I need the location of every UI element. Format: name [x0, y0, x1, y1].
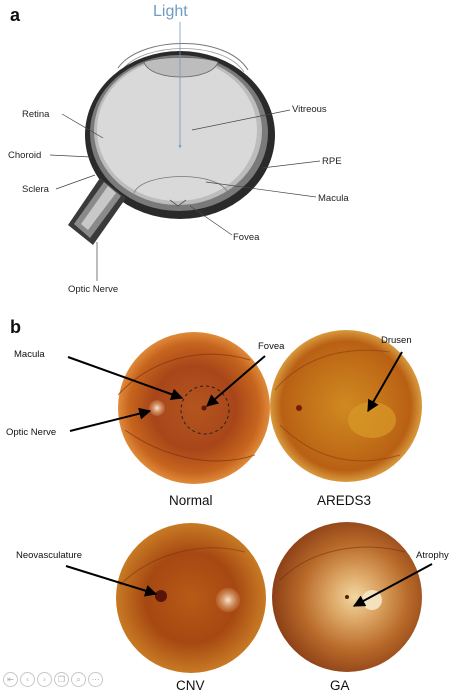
more-icon[interactable]: ⋯ — [88, 672, 103, 687]
fundus-cnv — [116, 523, 266, 673]
fundus-ga — [272, 522, 422, 672]
drusen-arrow — [367, 351, 403, 413]
optic-nerve-label: Optic Nerve — [68, 284, 118, 295]
caption-areds3: AREDS3 — [317, 493, 371, 508]
fundus-areds3 — [270, 330, 422, 482]
atrophy-annotation: Atrophy — [416, 550, 449, 561]
sclera-leader — [55, 174, 96, 190]
caption-normal: Normal — [169, 493, 213, 508]
panel-a-letter: a — [10, 5, 21, 25]
drusen-annotation: Drusen — [381, 335, 412, 346]
next-page-icon[interactable]: › — [37, 672, 52, 687]
first-page-icon[interactable]: ⇤ — [3, 672, 18, 687]
fundus-normal — [117, 332, 270, 484]
optic-nerve-arrow — [69, 407, 152, 432]
prev-page-icon[interactable]: ‹ — [20, 672, 35, 687]
choroid-label: Choroid — [8, 150, 41, 161]
zoom-icon[interactable]: ⌕ — [71, 672, 86, 687]
copy-icon[interactable]: ❐ — [54, 672, 69, 687]
macula-annotation: Macula — [14, 349, 45, 360]
vitreous-leader — [191, 109, 291, 131]
optic-nerve-annotation: Optic Nerve — [6, 427, 56, 438]
atrophy-arrow — [352, 563, 433, 607]
rpe-label: RPE — [322, 156, 342, 167]
macula-label-a: Macula — [318, 193, 349, 204]
fovea-label-a: Fovea — [233, 232, 260, 243]
choroid-leader — [49, 154, 92, 158]
retina-label: Retina — [22, 109, 50, 120]
caption-ga: GA — [330, 678, 350, 692]
macula-arrow — [67, 356, 184, 400]
macula-leader-a — [205, 181, 317, 198]
retina-leader — [61, 113, 104, 139]
vitreous-label: Vitreous — [292, 104, 327, 115]
eye-diagram — [68, 22, 275, 245]
caption-cnv: CNV — [176, 678, 205, 692]
fovea-leader-a — [189, 205, 233, 236]
panel-b-letter: b — [10, 317, 21, 337]
rpe-leader — [261, 160, 321, 169]
viewer-toolbar: ⇤ ‹ › ❐ ⌕ ⋯ — [0, 672, 103, 690]
light-label: Light — [153, 3, 188, 20]
sclera-label: Sclera — [22, 184, 50, 195]
neovasculature-annotation: Neovasculature — [16, 550, 82, 561]
fovea-arrow — [206, 355, 266, 407]
fovea-annotation: Fovea — [258, 341, 285, 352]
neovasculature-arrow — [65, 565, 158, 597]
